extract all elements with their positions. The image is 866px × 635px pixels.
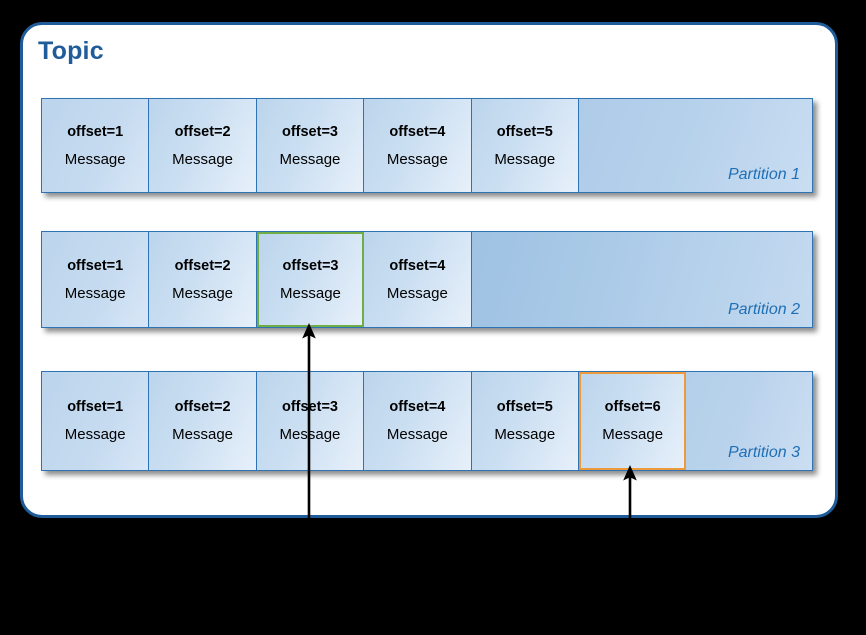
message-label: Message: [280, 284, 341, 302]
offset-label: offset=2: [174, 399, 231, 415]
message-label: Message: [386, 426, 448, 443]
offset-label: offset=3: [282, 257, 339, 274]
partition-empty-space: Partition 2: [471, 232, 812, 327]
message-label: Message: [279, 426, 341, 443]
message-cell[interactable]: offset=5 Message: [471, 99, 579, 192]
offset-label: offset=1: [67, 257, 124, 274]
message-label: Message: [494, 150, 556, 168]
message-label: Message: [386, 284, 448, 302]
partition-empty-space: Partition 3: [686, 372, 812, 470]
message-cell[interactable]: offset=1 Message: [42, 232, 150, 327]
message-cell[interactable]: offset=2 Message: [149, 372, 257, 470]
offset-label: offset=4: [389, 257, 446, 274]
offset-label: offset=2: [174, 257, 231, 274]
offset-label: offset=5: [496, 123, 553, 140]
offset-label: offset=1: [67, 399, 124, 415]
message-label: Message: [172, 426, 234, 443]
partition-row-3: offset=1 Message offset=2 Message offset…: [41, 371, 813, 471]
partition-label: Partition 2: [727, 301, 800, 318]
message-cell-highlighted-green[interactable]: offset=3 Message: [256, 232, 365, 327]
message-label: Message: [602, 426, 664, 443]
message-cell[interactable]: offset=1 Message: [42, 372, 150, 470]
partition-label: Partition 3: [727, 444, 800, 461]
message-cell[interactable]: offset=3 Message: [256, 99, 365, 192]
message-cell[interactable]: offset=4 Message: [364, 99, 472, 192]
message-cell[interactable]: offset=5 Message: [471, 372, 579, 470]
message-cell[interactable]: offset=4 Message: [364, 232, 472, 327]
message-cell[interactable]: offset=2 Message: [149, 232, 257, 327]
message-label: Message: [279, 150, 341, 168]
message-label: Message: [172, 284, 234, 302]
offset-label: offset=5: [496, 399, 553, 415]
partition-row-1: offset=1 Message offset=2 Message offset…: [41, 98, 813, 193]
message-cell-highlighted-orange[interactable]: offset=6 Message: [578, 372, 687, 470]
message-label: Message: [494, 426, 556, 443]
partition-empty-space: Partition 1: [578, 99, 812, 192]
message-label: Message: [64, 284, 126, 302]
offset-label: offset=3: [281, 399, 338, 415]
message-cell[interactable]: offset=1 Message: [42, 99, 150, 192]
partition-row-2: offset=1 Message offset=2 Message offset…: [41, 231, 813, 328]
topic-container: Topic offset=1 Message offset=2 Message …: [20, 22, 838, 518]
offset-label: offset=1: [67, 123, 124, 140]
message-cell[interactable]: offset=2 Message: [149, 99, 257, 192]
message-cell[interactable]: offset=4 Message: [364, 372, 472, 470]
message-label: Message: [172, 150, 234, 168]
offset-label: offset=4: [389, 123, 446, 140]
offset-label: offset=3: [281, 123, 338, 140]
message-label: Message: [386, 150, 448, 168]
offset-label: offset=6: [604, 399, 661, 415]
offset-label: offset=2: [174, 123, 231, 140]
message-label: Message: [64, 426, 126, 443]
message-label: Message: [64, 150, 126, 168]
offset-label: offset=4: [389, 399, 446, 415]
page-title: Topic: [38, 37, 104, 65]
partition-label: Partition 1: [727, 166, 800, 183]
message-cell[interactable]: offset=3 Message: [256, 372, 365, 470]
